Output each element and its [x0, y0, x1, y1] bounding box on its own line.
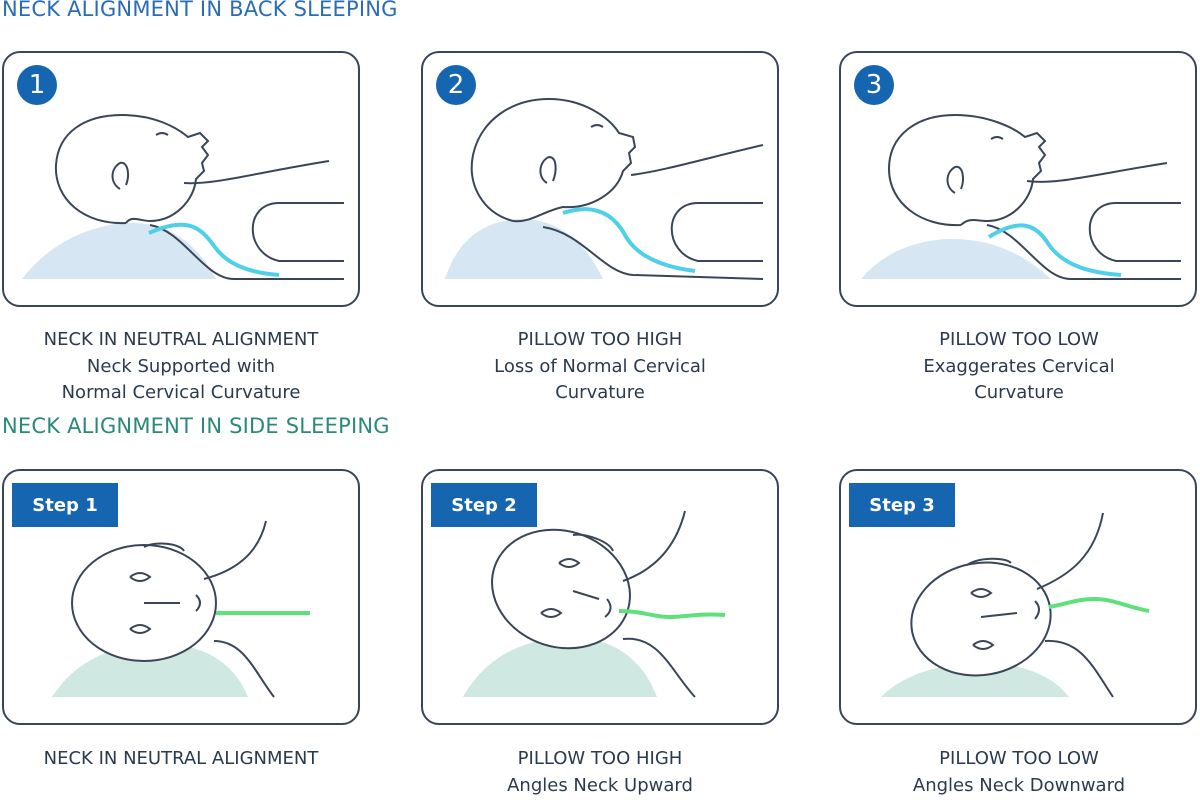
- ear-outline: [946, 165, 964, 194]
- spine-line: [987, 223, 1122, 277]
- neck-body-outline: [1036, 512, 1114, 698]
- eye-mark: [540, 558, 581, 618]
- side-caption-1: NECK IN NEUTRAL ALIGNMENT: [0, 746, 371, 773]
- spine-line: [148, 222, 280, 277]
- back-panel-3: 3: [839, 51, 1197, 307]
- side-caption-3: PILLOW TOO LOW Angles Neck Downward: [829, 746, 1200, 799]
- caption-line: Neck Supported with: [86, 355, 276, 377]
- side-too-high-illustration: [463, 510, 726, 698]
- nose-mouth: [144, 594, 201, 612]
- pillow-shape: [861, 238, 1051, 279]
- nose-mouth: [572, 590, 612, 618]
- back-panel-1: 1: [2, 51, 360, 307]
- eye-mark: [990, 136, 1004, 140]
- panel-number-badge: 3: [854, 65, 894, 105]
- neck-body-outline: [542, 144, 764, 280]
- side-neutral-illustration: [52, 520, 310, 698]
- pillow-shape: [463, 636, 657, 697]
- side-panel-2: Step 2: [421, 469, 779, 725]
- spine-line: [618, 609, 726, 620]
- back-too-low-illustration: [861, 113, 1181, 280]
- caption-line: Curvature: [555, 382, 645, 403]
- back-caption-1: NECK IN NEUTRAL ALIGNMENT Neck Supported…: [0, 327, 371, 407]
- eye-mark: [155, 132, 169, 136]
- ear-outline: [572, 533, 614, 552]
- back-panel-2: 2: [421, 51, 779, 307]
- back-caption-2: PILLOW TOO HIGH Loss of Normal Cervical …: [410, 327, 790, 407]
- panel-number-badge: 1: [17, 65, 57, 105]
- head-outline: [54, 113, 210, 225]
- step-badge: Step 1: [12, 483, 118, 527]
- back-sleeping-title: NECK ALIGNMENT IN BACK SLEEPING: [2, 0, 398, 21]
- pillow-shape: [881, 662, 1069, 697]
- back-too-high-illustration: [445, 97, 764, 280]
- ear-outline: [966, 557, 1012, 566]
- side-too-low-illustration: [881, 512, 1150, 698]
- step-badge: Step 3: [849, 483, 955, 527]
- caption-heading: NECK IN NEUTRAL ALIGNMENT: [43, 748, 319, 769]
- caption-line: Angles Neck Downward: [912, 774, 1126, 796]
- eye-mark: [129, 572, 152, 634]
- caption-heading: PILLOW TOO HIGH: [517, 329, 683, 350]
- back-caption-3: PILLOW TOO LOW Exaggerates Cervical Curv…: [829, 327, 1200, 407]
- caption-line: Angles Neck Upward: [507, 774, 693, 796]
- head-outline: [470, 97, 637, 223]
- ear-outline: [111, 161, 129, 190]
- caption-line: Exaggerates Cervical: [923, 355, 1115, 377]
- pillow-shape: [52, 643, 248, 697]
- pillow-shape: [445, 218, 603, 279]
- caption-line: Loss of Normal Cervical: [494, 355, 706, 377]
- ear-outline: [539, 155, 557, 184]
- neck-body-outline: [986, 162, 1181, 280]
- side-sleeping-title: NECK ALIGNMENT IN SIDE SLEEPING: [2, 414, 390, 438]
- spine-line: [562, 207, 696, 273]
- side-caption-2: PILLOW TOO HIGH Angles Neck Upward: [410, 746, 790, 799]
- panel-number-badge: 2: [436, 65, 476, 105]
- head-outline: [887, 113, 1047, 227]
- spine-line: [1048, 596, 1150, 613]
- caption-line: Normal Cervical Curvature: [61, 382, 301, 403]
- caption-heading: NECK IN NEUTRAL ALIGNMENT: [43, 329, 319, 350]
- neck-body-outline: [203, 520, 275, 698]
- caption-heading: PILLOW TOO HIGH: [517, 748, 683, 769]
- nose-mouth: [980, 600, 1040, 620]
- ear-outline: [143, 542, 185, 552]
- side-panel-3: Step 3: [839, 469, 1197, 725]
- back-neutral-illustration: [22, 113, 344, 280]
- side-panel-1: Step 1: [2, 469, 360, 725]
- face-outline: [491, 528, 631, 650]
- caption-heading: PILLOW TOO LOW: [939, 748, 1099, 769]
- neck-body-outline: [622, 510, 696, 698]
- eye-mark: [590, 124, 604, 128]
- pillow-shape: [22, 222, 216, 279]
- step-badge: Step 2: [431, 483, 537, 527]
- eye-mark: [970, 588, 995, 650]
- caption-line: Curvature: [974, 382, 1064, 403]
- caption-heading: PILLOW TOO LOW: [939, 329, 1099, 350]
